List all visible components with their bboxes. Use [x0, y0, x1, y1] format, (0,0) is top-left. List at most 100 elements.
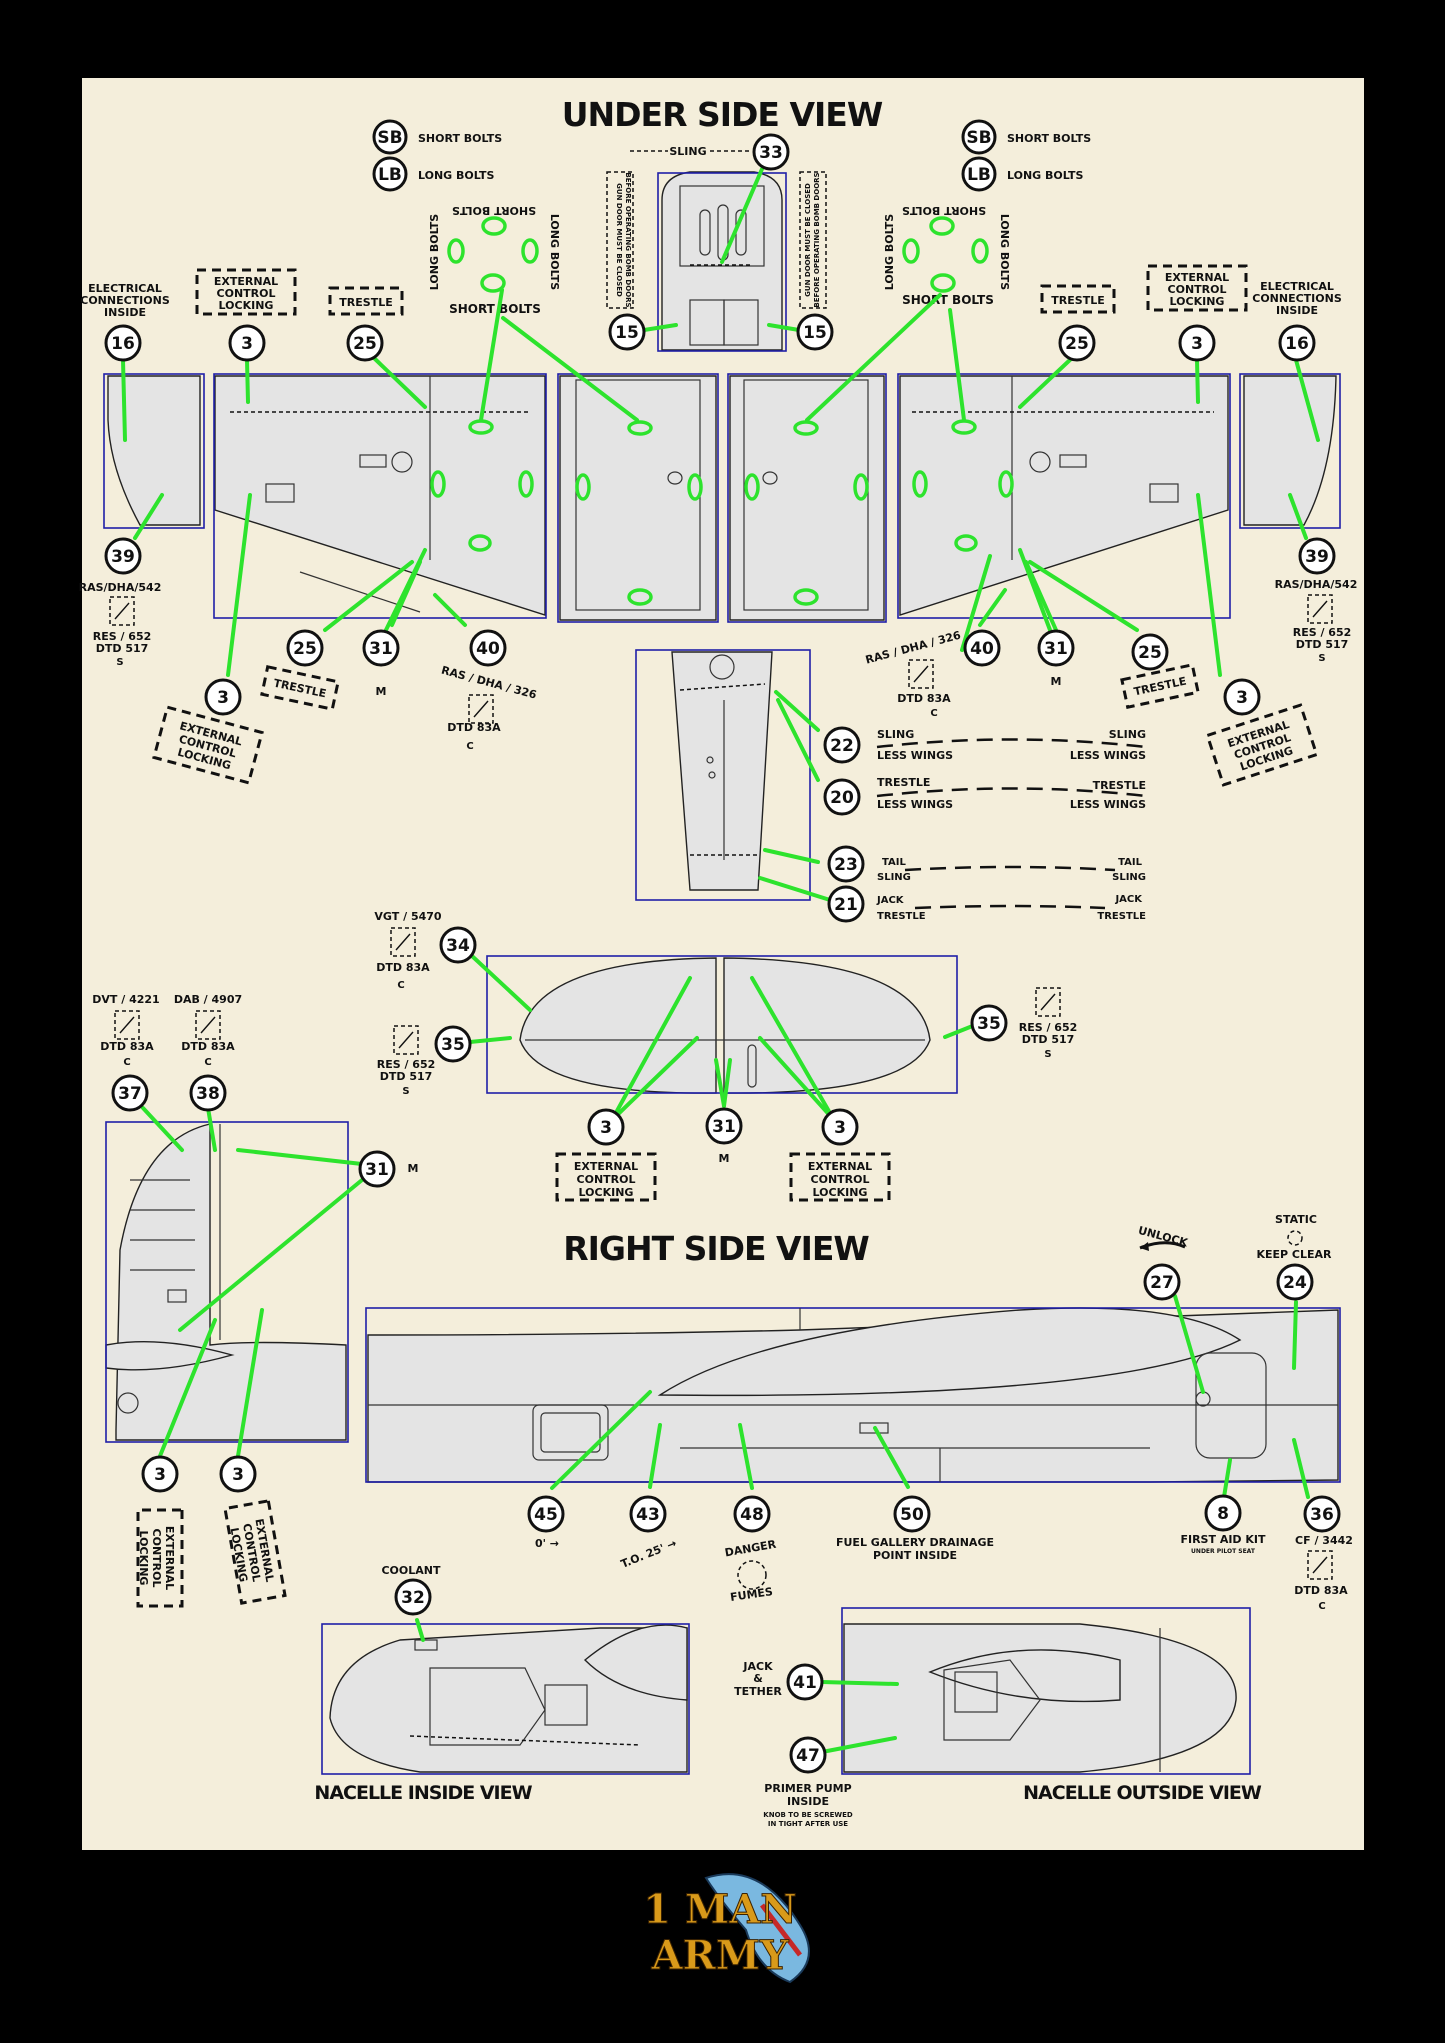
- callout-3: 3: [587, 1108, 625, 1146]
- callout-3: 3: [228, 324, 266, 362]
- s-tail-r: S: [1044, 1049, 1051, 1060]
- trestle-l: TRESTLE: [877, 776, 930, 789]
- callout-number: 20: [830, 788, 854, 808]
- callout-ring: [111, 1074, 149, 1112]
- s-tail-l: S: [402, 1086, 409, 1097]
- legend-left: SB SHORT BOLTS LB LONG BOLTS: [372, 119, 502, 192]
- callout-ring: [733, 1495, 771, 1533]
- legend-lb-abbr: LB: [378, 165, 402, 185]
- short-bolts-top-right: SHORT BOLTS: [902, 204, 986, 217]
- callout-16: 16: [1278, 324, 1316, 362]
- callout-ring: [358, 1150, 396, 1188]
- m-label-right: M: [1051, 675, 1062, 688]
- ext-lock-tail-r-3: LOCKING: [813, 1186, 868, 1199]
- ext-lock-tl-1: EXTERNAL: [214, 275, 278, 288]
- callout-45: 45: [527, 1495, 565, 1533]
- to25-label: T.O. 25' →: [619, 1537, 678, 1571]
- callout-31: 31: [358, 1150, 396, 1188]
- nacelle-outside-view-title: NACELLE OUTSIDE VIEW: [1023, 1782, 1262, 1804]
- dvt4221: DVT / 4221: [92, 993, 159, 1006]
- callout-number: 25: [293, 639, 317, 659]
- elec-right-2: CONNECTIONS: [1252, 292, 1342, 305]
- dtd83a-ml: DTD 83A: [447, 721, 501, 734]
- callout-number: 8: [1217, 1504, 1229, 1524]
- unlock-stencil: UNLOCK: [1137, 1224, 1190, 1251]
- stencil-cf3442: CF / 3442 DTD 83A C: [1294, 1534, 1353, 1612]
- callout-ring: [1303, 1495, 1341, 1533]
- callout-15: 15: [608, 313, 646, 351]
- stencil-ras326-left: RAS / DHA / 326 DTD 83A C: [440, 664, 538, 752]
- c-ml: C: [466, 741, 473, 752]
- ext-lock-top-left: EXTERNAL CONTROL LOCKING: [195, 268, 297, 316]
- short-bolts-top-left: SHORT BOLTS: [452, 204, 536, 217]
- callout-3: 3: [1178, 324, 1216, 362]
- jacktrestle-r: TRESTLE: [1097, 911, 1146, 922]
- callout-50: 50: [893, 1495, 931, 1533]
- static-text: STATIC: [1275, 1213, 1317, 1226]
- callout-ring: [219, 1455, 257, 1493]
- callout-number: 39: [111, 547, 135, 567]
- stencil-dab4907: DAB / 4907 DTD 83A C: [174, 993, 242, 1068]
- callout-ring: [527, 1495, 565, 1533]
- callout-number: 40: [970, 639, 994, 659]
- trestle-top-left: TRESTLE: [328, 286, 404, 316]
- lesswings-1r: LESS WINGS: [1070, 749, 1146, 762]
- callout-ring: [286, 629, 324, 667]
- callout-ring: [893, 1495, 931, 1533]
- callout-25: 25: [346, 324, 384, 362]
- danger-fumes-stencil: DANGER FUMES: [724, 1538, 778, 1604]
- primer-pump-1: PRIMER PUMP: [764, 1782, 851, 1795]
- dtd517-tail-l: DTD 517: [380, 1070, 433, 1083]
- callout-ring: [705, 1107, 743, 1145]
- under-side-view-title: UNDER SIDE VIEW: [562, 95, 883, 134]
- callout-number: 41: [793, 1673, 817, 1693]
- tail-r: TAIL: [1118, 857, 1143, 868]
- callout-number: 16: [1285, 334, 1309, 354]
- callout-ring: [204, 678, 242, 716]
- nacelle-outside: JACK & TETHER PRIMER PUMP INSIDE KNOB TO…: [734, 1607, 1251, 1828]
- callout-ring: [1131, 633, 1169, 671]
- callout-20: 20: [823, 778, 861, 816]
- callout-number: 3: [834, 1118, 846, 1138]
- callout-number: 34: [446, 936, 470, 956]
- callout-39: 39: [1298, 537, 1336, 575]
- callout-25: 25: [1131, 633, 1169, 671]
- callout-ring: [434, 1025, 472, 1063]
- ext-lock-tr-3: LOCKING: [1170, 295, 1225, 308]
- callout-number: 3: [1236, 688, 1248, 708]
- callout-24: 24: [1276, 1263, 1314, 1301]
- leader-lines: [121, 167, 1320, 1754]
- callout-number: 50: [900, 1505, 924, 1525]
- callout-21: 21: [827, 885, 865, 923]
- trestle-top-right: TRESTLE: [1040, 284, 1116, 314]
- callout-35: 35: [434, 1025, 472, 1063]
- res652-tail-l: RES / 652: [377, 1058, 436, 1071]
- callout-27: 27: [1143, 1263, 1181, 1301]
- trestle-tl-text: TRESTLE: [339, 296, 392, 309]
- callout-15: 15: [796, 313, 834, 351]
- dtd83a-mr: DTD 83A: [897, 692, 951, 705]
- dtd517-tail-r: DTD 517: [1022, 1033, 1075, 1046]
- dtd517-right: DTD 517: [1296, 638, 1349, 651]
- callout-3: 3: [204, 678, 242, 716]
- tailplane-underside: [486, 955, 958, 1094]
- keep-clear-text: KEEP CLEAR: [1256, 1248, 1332, 1261]
- stencil-ras542-right: RAS/DHA/542 RES / 652 DTD 517 S: [1275, 578, 1358, 664]
- sling-left: SLING: [877, 728, 914, 741]
- callout-number: 3: [154, 1465, 166, 1485]
- callout-38: 38: [189, 1074, 227, 1112]
- ext-lock-tail-l-3: LOCKING: [579, 1186, 634, 1199]
- callout-ring: [189, 1074, 227, 1112]
- lesswings-2l: LESS WINGS: [877, 798, 953, 811]
- callout-3: 3: [141, 1455, 179, 1493]
- callout-32: 32: [394, 1578, 432, 1616]
- first-aid-kit: FIRST AID KIT: [1180, 1533, 1266, 1546]
- tailsling-l: SLING: [877, 872, 911, 883]
- jack-tether-1: JACK: [742, 1660, 773, 1673]
- trestle-mid-right: TRESTLE: [1120, 663, 1200, 709]
- callout-number: 38: [196, 1084, 220, 1104]
- callout-40: 40: [469, 629, 507, 667]
- callout-31: 31: [362, 629, 400, 667]
